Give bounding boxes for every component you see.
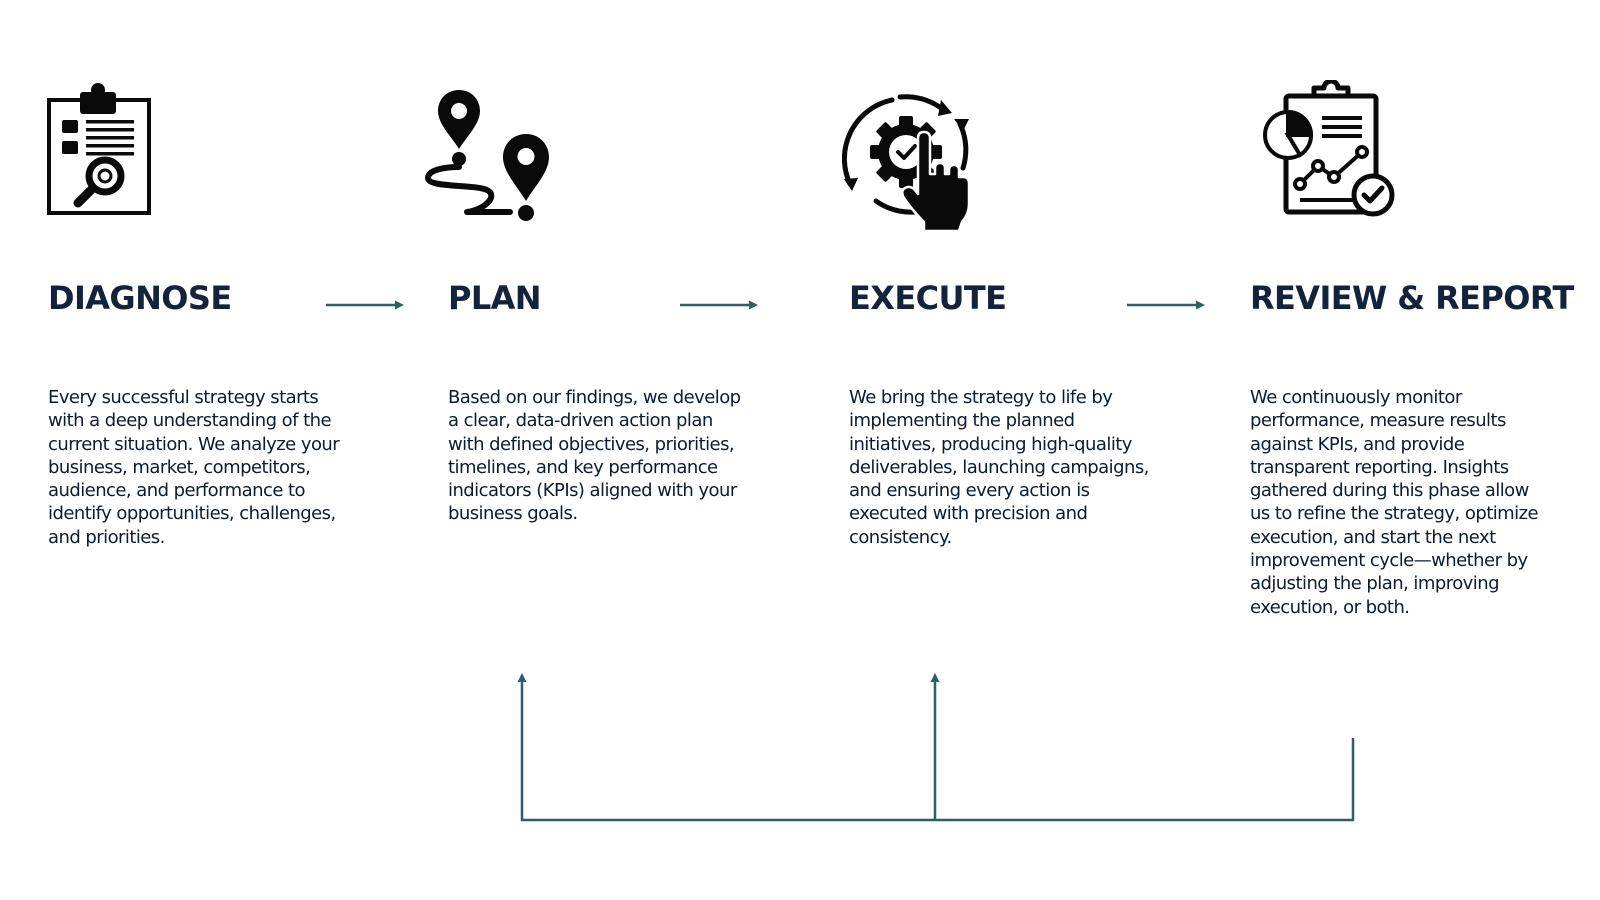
feedback-arrowhead-execute — [930, 673, 940, 682]
stage-title-diagnose: DIAGNOSE — [48, 279, 232, 317]
feedback-loop — [520, 680, 1355, 822]
stage-description-execute: We bring the strategy to life by impleme… — [849, 387, 1149, 548]
stage-title-review-report: REVIEW & REPORT — [1250, 279, 1574, 317]
arrow-diagnose-to-plan — [326, 300, 404, 310]
clipboard-magnifier-icon — [47, 83, 151, 215]
gear-hand-cycle-icon — [842, 94, 971, 233]
feedback-arrowhead-plan — [517, 673, 527, 682]
stage-description-plan: Based on our findings, we develop a clea… — [448, 387, 741, 525]
stage-title-plan: PLAN — [448, 279, 542, 317]
arrow-execute-to-review — [1127, 300, 1205, 310]
stage-description-diagnose: Every successful strategy starts with a … — [48, 387, 340, 548]
map-route-pins-icon — [425, 90, 549, 221]
clipboard-chart-check-icon — [1263, 80, 1395, 217]
stage-description-review-report: We continuously monitor performance, mea… — [1250, 387, 1539, 618]
stage-title-execute: EXECUTE — [849, 279, 1007, 317]
arrow-plan-to-execute — [680, 300, 758, 310]
